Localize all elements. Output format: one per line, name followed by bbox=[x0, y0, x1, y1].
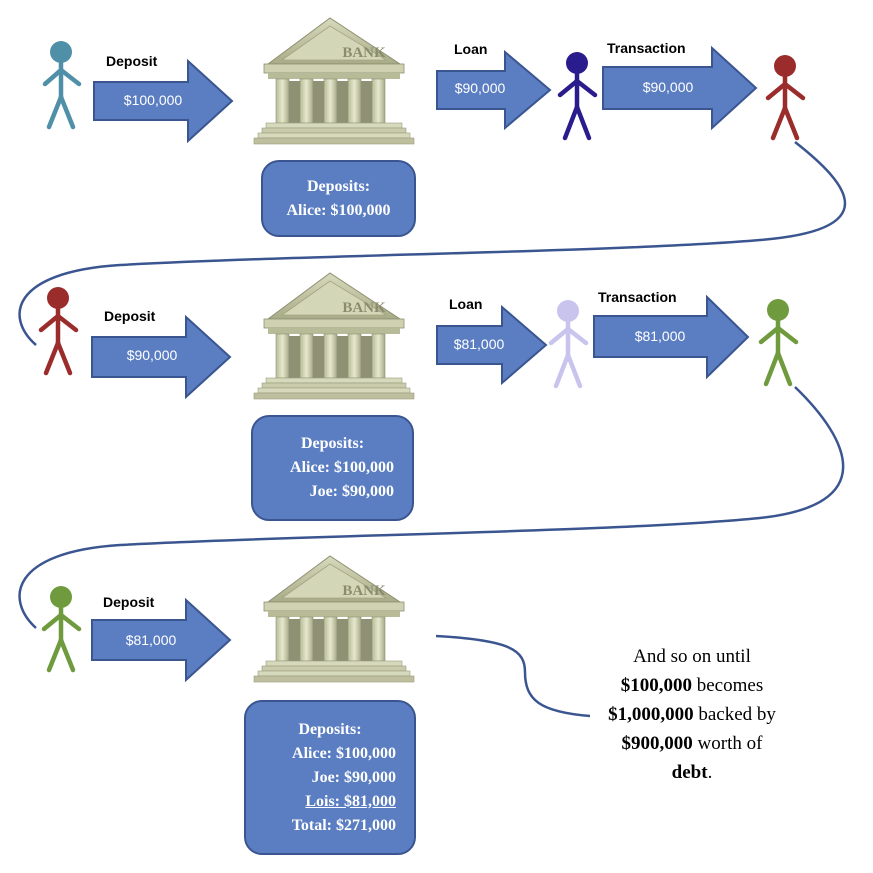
bank-icon bbox=[253, 272, 415, 400]
summary-line: And so on until bbox=[633, 646, 751, 667]
loan-arrow bbox=[436, 49, 552, 131]
transaction-arrow bbox=[593, 294, 750, 380]
deposit-entry: Lois: $81,000 bbox=[305, 792, 396, 810]
summary-debt: debt bbox=[671, 762, 708, 783]
connector-line bbox=[435, 634, 591, 718]
bank-sign: BANK bbox=[342, 300, 386, 316]
connector-line bbox=[18, 386, 845, 629]
summary-line: backed by bbox=[693, 704, 776, 725]
summary-text: And so on until $100,000 becomes $1,000,… bbox=[562, 642, 822, 787]
person-icon-alice bbox=[42, 41, 82, 130]
transaction-amount: $81,000 bbox=[634, 328, 686, 344]
bank-sign: BANK bbox=[342, 45, 386, 61]
deposit-label: Deposit bbox=[106, 53, 158, 69]
deposit-label: Deposit bbox=[104, 308, 156, 324]
summary-line: worth of bbox=[692, 733, 763, 754]
deposits-box: Deposits: Alice: $100,000 bbox=[261, 160, 416, 237]
summary-amount: $1,000,000 bbox=[608, 704, 694, 725]
loan-amount: $81,000 bbox=[453, 336, 505, 352]
deposit-amount: $100,000 bbox=[123, 92, 183, 108]
bank-sign: BANK bbox=[342, 583, 386, 599]
transaction-label: Transaction bbox=[598, 289, 677, 305]
deposit-total: Total: $271,000 bbox=[291, 816, 396, 834]
person-icon-borrower bbox=[548, 300, 589, 389]
person-icon-lois bbox=[758, 299, 799, 387]
deposits-box: Deposits: Alice: $100,000 Joe: $90,000 bbox=[251, 415, 414, 521]
deposit-amount: $90,000 bbox=[126, 347, 178, 363]
summary-line: becomes bbox=[692, 675, 764, 696]
person-icon-joe bbox=[765, 55, 806, 141]
person-icon-joe bbox=[38, 287, 79, 376]
deposit-entry: Joe: $90,000 bbox=[311, 768, 396, 786]
summary-amount: $100,000 bbox=[620, 675, 692, 696]
deposit-entry: Alice: $100,000 bbox=[286, 201, 391, 219]
deposits-title: Deposits: bbox=[298, 720, 362, 738]
deposit-entry: Alice: $100,000 bbox=[292, 744, 396, 762]
deposit-entry: Joe: $90,000 bbox=[309, 483, 394, 500]
deposit-label: Deposit bbox=[103, 594, 155, 610]
bank-icon bbox=[253, 555, 415, 683]
transaction-label: Transaction bbox=[607, 40, 686, 56]
connector-line bbox=[18, 141, 847, 346]
deposits-box: Deposits: Alice: $100,000 Joe: $90,000 L… bbox=[244, 700, 416, 855]
deposit-arrow bbox=[93, 58, 234, 144]
deposit-arrow bbox=[91, 314, 232, 400]
summary-amount: $900,000 bbox=[621, 733, 693, 754]
deposit-arrow bbox=[91, 597, 232, 683]
bank-icon bbox=[253, 17, 415, 145]
loan-amount: $90,000 bbox=[454, 80, 506, 96]
loan-label: Loan bbox=[449, 296, 483, 312]
loan-label: Loan bbox=[454, 41, 488, 57]
deposit-entry: Alice: $100,000 bbox=[290, 459, 394, 476]
deposits-title: Deposits: bbox=[300, 435, 365, 452]
summary-line: . bbox=[707, 762, 713, 783]
loan-arrow bbox=[436, 304, 548, 386]
person-icon-borrower bbox=[557, 52, 598, 141]
transaction-arrow bbox=[602, 45, 758, 131]
transaction-amount: $90,000 bbox=[642, 79, 694, 95]
person-icon-lois bbox=[41, 586, 82, 673]
deposit-amount: $81,000 bbox=[125, 632, 177, 648]
deposits-title: Deposits: bbox=[306, 177, 371, 195]
